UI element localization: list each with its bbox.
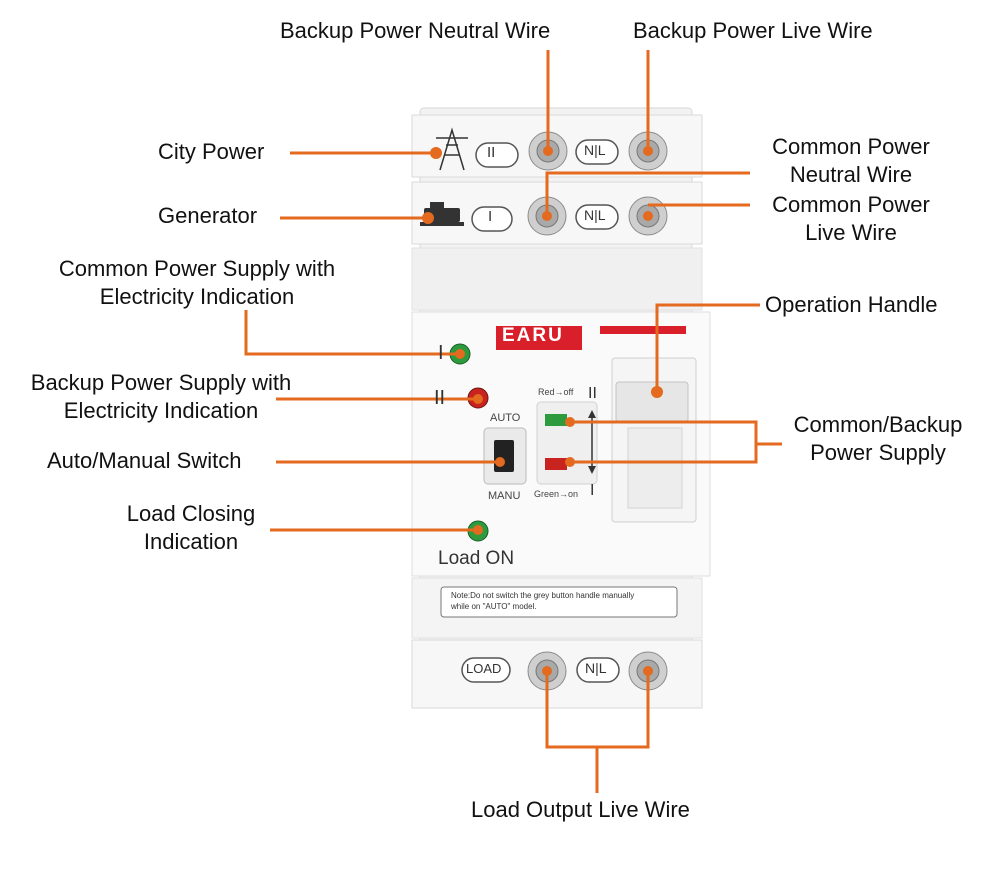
mark-II-led: II <box>434 387 446 409</box>
terminal-nl-3: N|L <box>585 660 607 676</box>
brand-logo <box>496 326 582 350</box>
note-line-2: while on "AUTO" model. <box>451 602 537 611</box>
green-on-text: Green→on <box>534 489 579 499</box>
label-backup-neutral: Backup Power Neutral Wire <box>280 18 551 43</box>
load-on-text: Load ON <box>438 548 515 569</box>
brand-text: EARU <box>502 325 564 346</box>
operation-handle[interactable] <box>611 357 697 523</box>
label-city-power: City Power <box>158 139 265 164</box>
mark-I-top: I <box>488 208 493 225</box>
terminal-nl-1: N|L <box>584 142 606 158</box>
red-off-text: Red→off <box>538 387 574 397</box>
note-line-1: Note:Do not switch the grey button handl… <box>451 591 635 600</box>
label-generator: Generator <box>158 203 258 228</box>
mark-I-led: I <box>438 342 444 364</box>
manu-text: MANU <box>488 490 521 502</box>
terminal-nl-2: N|L <box>584 207 606 223</box>
label-auto-manual: Auto/Manual Switch <box>47 448 242 473</box>
power-tower-icon <box>436 127 468 171</box>
leader-lines <box>244 50 782 793</box>
mark-II-top: II <box>487 144 496 161</box>
load-tag: LOAD <box>466 661 502 676</box>
label-backup-live: Backup Power Live Wire <box>633 18 873 43</box>
auto-text: AUTO <box>490 412 521 424</box>
label-operation-handle: Operation Handle <box>765 292 938 317</box>
leader-dots <box>422 146 663 676</box>
green-indicator <box>545 414 567 426</box>
red-indicator <box>545 458 567 470</box>
auto-manual-switch[interactable] <box>483 427 527 485</box>
label-load-output: Load Output Live Wire <box>471 797 690 822</box>
red-strip <box>600 326 686 334</box>
mark-II-indicator: II <box>588 385 597 402</box>
note-box <box>440 586 678 618</box>
mark-I-indicator: I <box>590 482 595 499</box>
